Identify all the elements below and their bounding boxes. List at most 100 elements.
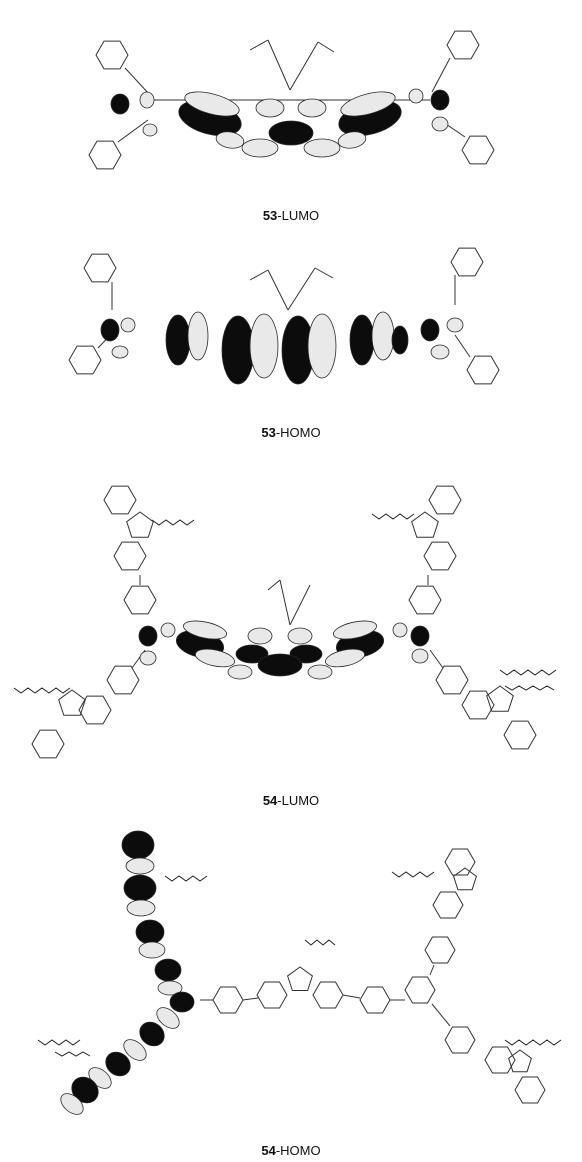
alkyl-chain	[13, 687, 71, 694]
alkyl-chain	[304, 939, 336, 946]
benzene-ring	[123, 585, 157, 615]
orbital-lobe-positive	[156, 1007, 180, 1029]
bond	[249, 269, 269, 281]
benzene-ring	[466, 355, 500, 385]
orbital-lobe-positive	[215, 131, 245, 149]
benzene-ring	[461, 690, 495, 720]
bond	[317, 41, 335, 53]
orbital-lobe-negative	[169, 991, 195, 1013]
benzene-ring	[359, 986, 391, 1014]
orbital-lobe-positive	[194, 648, 236, 668]
benzene-ring	[503, 720, 537, 750]
orbital-lobe-positive	[241, 138, 279, 158]
orbital-lobe-positive	[60, 1093, 84, 1115]
orbital-lobe-negative	[349, 314, 375, 366]
benzene-ring	[404, 976, 436, 1004]
five-membered-ring	[453, 867, 477, 891]
orbital-lobe-negative	[139, 1021, 165, 1047]
orbital-lobe-positive	[340, 91, 396, 117]
orbital-lobe-positive	[337, 131, 367, 149]
caption-54-homo: 54-HOMO	[261, 1143, 321, 1158]
orbital-lobe-negative	[100, 318, 120, 342]
orbital-lobe-negative	[420, 318, 440, 342]
orbital-lobe-positive	[139, 650, 157, 666]
bond	[249, 39, 269, 51]
orbital-lobe-positive	[125, 857, 155, 875]
five-membered-ring	[126, 511, 154, 538]
orbital-lobe-positive	[160, 622, 176, 638]
bond	[431, 57, 451, 93]
alkyl-chain	[37, 1039, 81, 1046]
orbital-lobe-negative	[123, 874, 157, 902]
orbital-lobe-negative	[110, 93, 130, 115]
benzene-ring	[423, 541, 457, 571]
orbital-lobe-positive	[411, 648, 429, 664]
orbital-lobe-negative	[135, 919, 165, 945]
benzene-ring	[103, 485, 137, 515]
benzene-ring	[95, 40, 129, 70]
bond	[124, 67, 151, 96]
benzene-ring	[212, 986, 244, 1014]
orbital-lobe-positive	[287, 627, 313, 645]
caption-54-lumo: 54-LUMO	[262, 793, 320, 808]
orbital-lobe-positive	[446, 317, 464, 333]
alkyl-chain	[504, 685, 555, 691]
benzene-ring	[312, 981, 344, 1009]
benzene-ring	[78, 695, 112, 725]
orbital-lobe-positive	[430, 344, 450, 360]
benzene-ring	[514, 1076, 546, 1104]
orbital-lobe-positive	[303, 138, 341, 158]
benzene-ring	[446, 30, 480, 60]
alkyl-chains	[13, 513, 562, 1057]
orbital-lobe-positive	[120, 317, 136, 333]
caption-53-lumo: 53-LUMO	[262, 208, 320, 223]
orbital-lobe-positive	[187, 311, 209, 361]
benzene-ring	[432, 891, 464, 919]
benzene-ring	[424, 936, 456, 964]
five-membered-ring	[411, 511, 439, 538]
benzene-ring	[31, 729, 65, 759]
five-membered-ring	[486, 685, 514, 712]
bond	[287, 267, 316, 311]
orbital-lobe-negative	[105, 1051, 131, 1077]
five-membered-ring	[508, 1049, 532, 1073]
orbital-lobe-positive	[371, 311, 395, 361]
benzene-ring	[106, 665, 140, 695]
bond	[314, 267, 334, 279]
bond	[117, 119, 149, 143]
orbital-lobe-positive	[333, 620, 377, 640]
orbital-lobe-positive	[408, 88, 424, 104]
benzene-ring	[484, 1046, 516, 1074]
orbital-lobe-positive	[324, 648, 366, 668]
orbital-lobe-positive	[123, 1039, 147, 1061]
orbital-lobe-positive	[249, 313, 279, 379]
alkyl-chain	[164, 875, 208, 882]
orbital-lobe-negative	[430, 89, 450, 111]
orbital-lobe-negative	[138, 625, 158, 647]
orbital-lobe-positive	[126, 899, 156, 917]
bond	[454, 334, 471, 358]
orbital-lobe-positive	[431, 116, 449, 132]
alkyl-chain	[151, 519, 195, 526]
benzene-ring	[88, 140, 122, 170]
benzene-ring	[83, 253, 117, 283]
orbital-lobes	[60, 88, 464, 1115]
alkyl-chain	[504, 1039, 562, 1046]
bond	[279, 579, 291, 626]
bond	[289, 584, 311, 626]
bond	[267, 39, 291, 91]
orbital-lobe-positive	[247, 627, 273, 645]
benzene-ring	[461, 135, 495, 165]
bond	[431, 1003, 451, 1027]
orbital-lobe-positive	[307, 664, 333, 680]
orbital-lobe-positive	[183, 620, 227, 640]
orbital-lobe-negative	[154, 958, 182, 982]
alkyl-chain	[499, 669, 557, 676]
benzene-ring	[68, 345, 102, 375]
orbital-lobe-negative	[257, 653, 303, 677]
benzene-ring	[113, 541, 147, 571]
orbital-lobe-positive	[184, 91, 240, 117]
orbital-lobe-negative	[410, 625, 430, 647]
benzene-ring	[256, 981, 288, 1009]
